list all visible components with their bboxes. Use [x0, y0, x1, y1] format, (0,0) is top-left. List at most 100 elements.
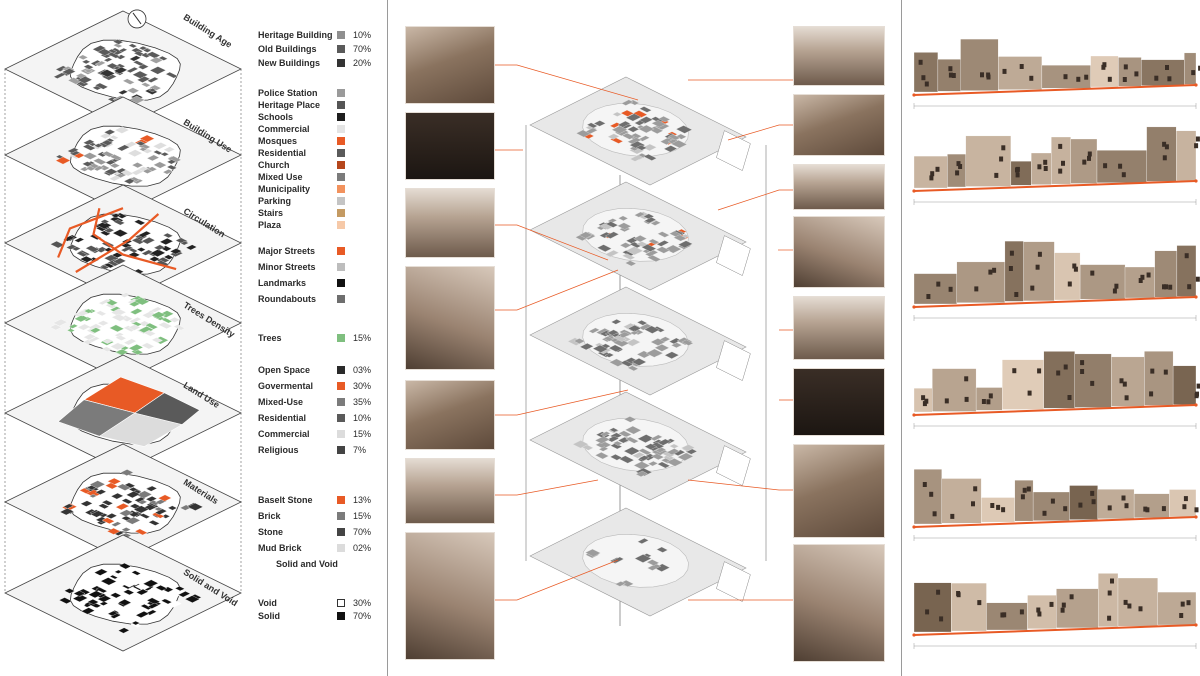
building-block [98, 298, 111, 305]
facade-window [929, 175, 934, 181]
facade-window [944, 398, 949, 404]
facade-block [932, 368, 977, 412]
building-block [603, 336, 614, 342]
facade-window [994, 172, 999, 178]
building-block [642, 143, 657, 151]
crowd-market-photo [793, 216, 885, 288]
facade-block [941, 478, 982, 524]
building-block [622, 253, 636, 260]
building-block [641, 244, 657, 252]
facade-window [1076, 76, 1081, 82]
building-block [624, 260, 637, 267]
facade-window [1019, 64, 1024, 69]
street-elevation-6 [912, 573, 1198, 649]
city-view-photo [793, 164, 885, 210]
legend-label: Schools [258, 112, 294, 122]
building-block [142, 48, 152, 53]
facade-window [1187, 284, 1192, 290]
facade-window [1184, 253, 1189, 259]
building-block [104, 168, 119, 175]
building-block [136, 76, 151, 83]
legend-swatch [337, 414, 345, 422]
building-block [112, 571, 125, 578]
building-block [118, 562, 132, 570]
building-block [53, 72, 66, 79]
building-block [145, 496, 158, 502]
building-block [113, 66, 128, 74]
legend-label: Church [258, 160, 290, 170]
legend-percent: 15% [353, 511, 372, 521]
building-block [131, 620, 141, 626]
legend-percent: 15% [353, 333, 372, 343]
facade-block [986, 602, 1028, 631]
building-block [643, 154, 657, 161]
facade-block [1154, 250, 1178, 298]
legend-item: Plaza [258, 220, 378, 231]
building-block [650, 338, 666, 346]
building-block [607, 329, 619, 336]
facade-window [1087, 151, 1092, 157]
building-block [98, 503, 110, 509]
facade-window [1194, 143, 1199, 149]
facade-window [1080, 369, 1085, 374]
building-block [110, 492, 124, 500]
building-block [633, 235, 648, 243]
building-block [106, 527, 121, 535]
legend-item: Minor Streets [258, 262, 378, 273]
building-block [118, 509, 134, 517]
building-block [592, 344, 609, 353]
building-block [89, 480, 106, 489]
facade-window [1114, 283, 1119, 289]
legend-label: Heritage Building [258, 30, 333, 40]
facade-window [1019, 609, 1024, 615]
legend-swatch [337, 544, 345, 552]
facade-window [1037, 251, 1042, 257]
building-block [88, 336, 101, 343]
facade-window [939, 616, 944, 622]
facade-window [1138, 278, 1143, 283]
building-block [114, 126, 130, 134]
building-block [136, 490, 153, 499]
facade-window [948, 72, 953, 78]
building-block [638, 448, 652, 456]
street-elevations-panel [902, 0, 1200, 676]
legend-percent: 03% [353, 365, 372, 375]
building-block [629, 330, 639, 336]
facade-window [1069, 594, 1074, 600]
building-block [101, 499, 114, 506]
building-block [97, 595, 112, 603]
facade-window [1042, 510, 1047, 516]
facade-block [1184, 52, 1197, 85]
building-block [73, 152, 86, 159]
facade-window [936, 281, 941, 287]
building-block [632, 110, 648, 118]
facade-block [1002, 359, 1044, 410]
profile-endpoint [1194, 179, 1198, 183]
legend-label: Religious [258, 445, 299, 455]
building-block [620, 109, 635, 117]
facade-window [1090, 490, 1095, 496]
building-block [93, 143, 103, 148]
building-block [141, 311, 157, 319]
building-block [163, 146, 176, 153]
building-block [104, 482, 119, 490]
facade-window [1138, 606, 1143, 612]
building-block [109, 324, 125, 333]
facade-window [1122, 381, 1127, 387]
building-block [657, 461, 671, 469]
building-block [623, 416, 637, 423]
building-block [121, 498, 133, 505]
street-elevation-5 [912, 469, 1199, 541]
historic-map-layer [529, 391, 751, 501]
building-block [639, 106, 652, 113]
stairs-photo [793, 296, 885, 360]
facade-window [1150, 368, 1155, 374]
building-block [65, 244, 78, 250]
facade-window [986, 72, 991, 78]
building-block [618, 215, 629, 221]
building-block [655, 447, 667, 453]
building-block [148, 256, 161, 262]
facade-block [1010, 161, 1032, 186]
facade-window [1163, 369, 1168, 375]
